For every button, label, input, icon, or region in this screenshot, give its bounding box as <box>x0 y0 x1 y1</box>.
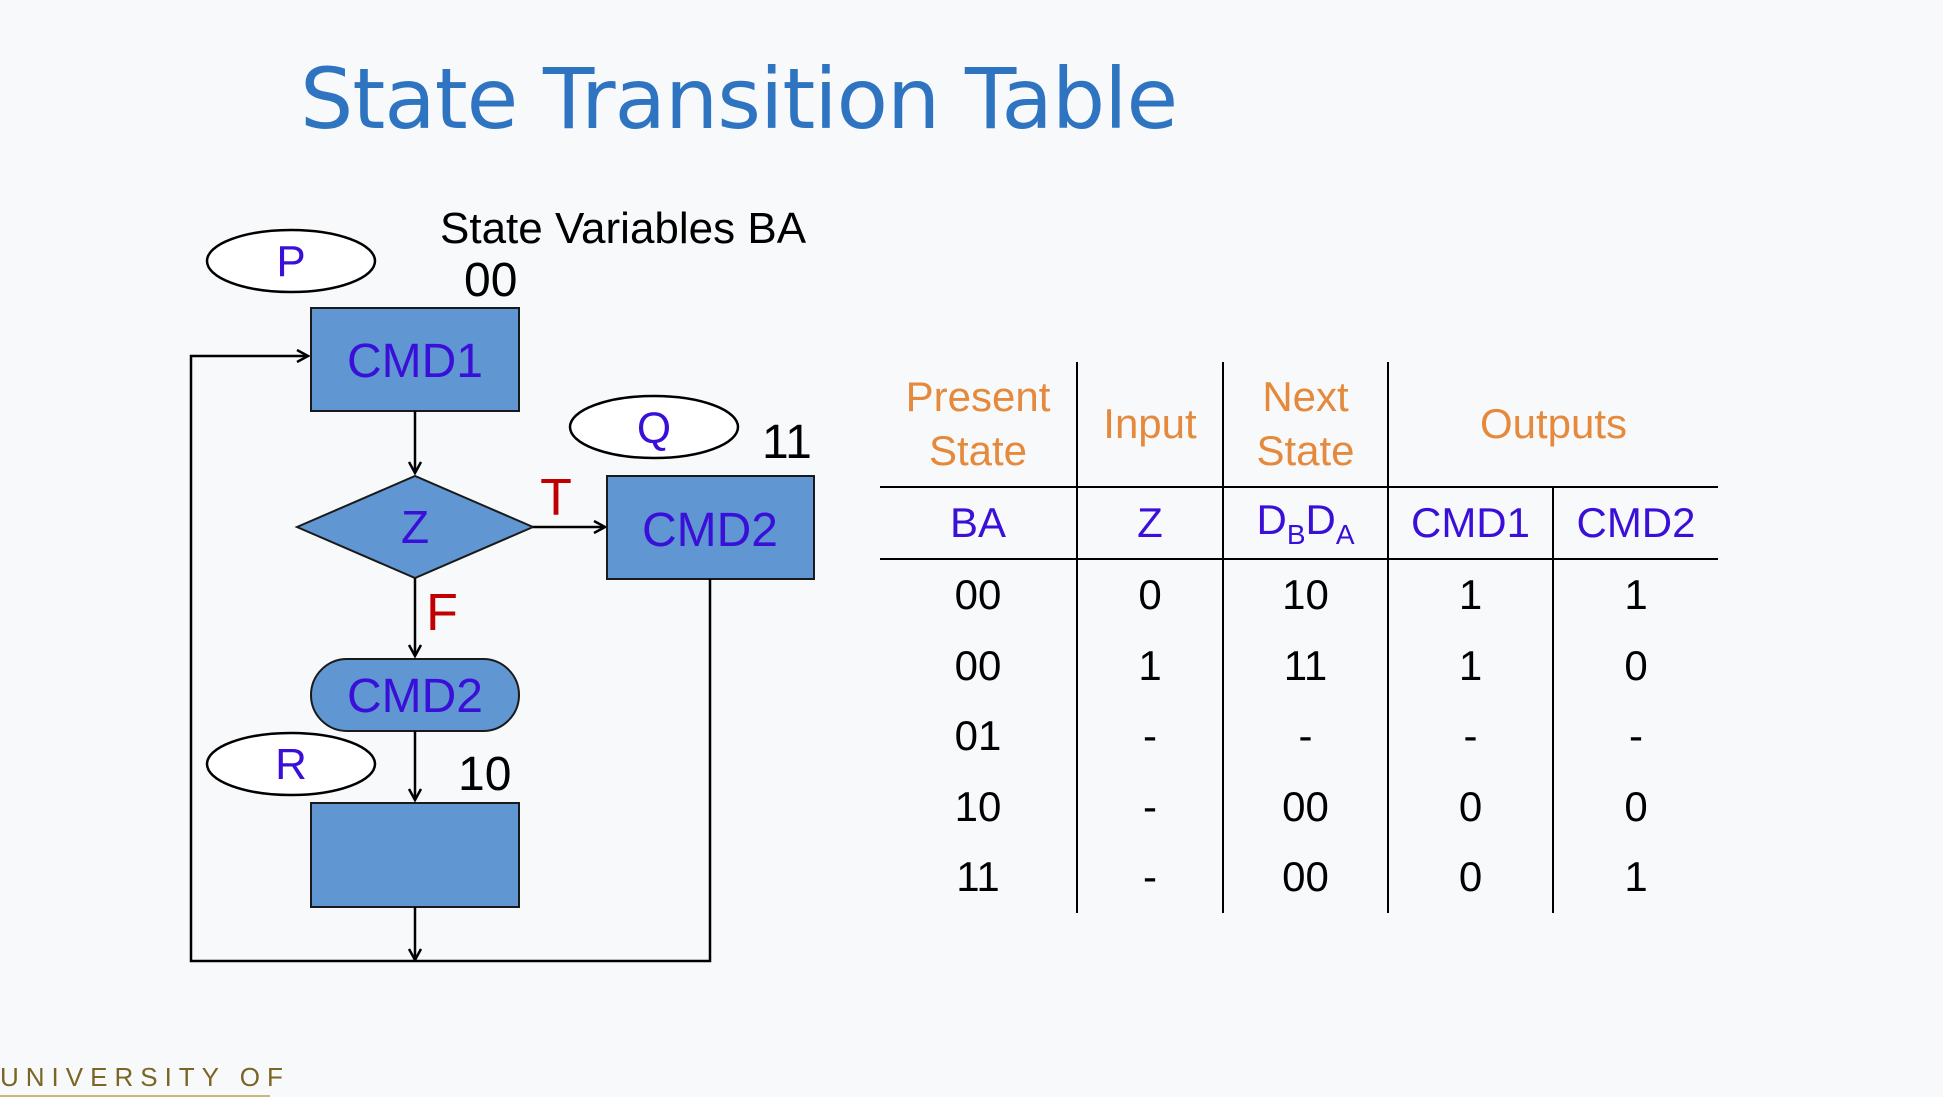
state-p-code: 00 <box>464 254 517 307</box>
loop-return-line <box>189 356 712 963</box>
state-r-code: 10 <box>458 748 511 801</box>
cmd2-box-label: CMD2 <box>642 504 778 557</box>
cmd1-box-label: CMD1 <box>347 335 483 388</box>
footer-divider <box>0 1095 270 1097</box>
footer-university-label: UNIVERSITY OF <box>0 1062 290 1092</box>
table-cell: 1 <box>1552 559 1718 631</box>
subheader-cmd1: CMD1 <box>1387 486 1553 560</box>
state-p-ellipse <box>205 228 377 294</box>
header-input: Input <box>1076 362 1223 487</box>
subheader-db-sub: B <box>1286 518 1306 550</box>
state-q: Q <box>568 394 740 460</box>
state-variables-label: State Variables BA <box>440 204 807 253</box>
table-cell: 0 <box>1076 559 1223 631</box>
table-row: 11 - 00 0 1 <box>880 842 1718 913</box>
branch-false-label: F <box>426 584 458 642</box>
state-q-code: 11 <box>762 416 812 469</box>
table-row: 00 1 11 1 0 <box>880 630 1718 701</box>
subheader-da: D <box>1305 495 1336 543</box>
table-cell: 11 <box>1222 630 1388 701</box>
state-r-ellipse <box>205 731 377 797</box>
table-cell: 00 <box>1222 842 1388 913</box>
table-cell: 1 <box>1552 842 1718 913</box>
branch-true-label: T <box>540 469 572 527</box>
table-cell: 01 <box>954 712 1002 760</box>
table-row: 00 0 10 1 1 <box>880 559 1718 631</box>
table-cell: - <box>1387 701 1553 772</box>
table-subheader-row: BA Z DBDA CMD1 CMD2 <box>880 486 1718 560</box>
state-q-ellipse <box>568 394 740 460</box>
state-p-label: P <box>276 237 305 286</box>
table-row: 10 - 00 0 0 <box>880 771 1718 842</box>
state-transition-table: Present State Input Next State Outputs B… <box>880 362 1718 913</box>
header-next-state: Next State <box>1222 362 1388 487</box>
table-header-row: Present State Input Next State Outputs <box>880 362 1718 487</box>
state-p: P <box>205 228 377 294</box>
table-cell: 10 <box>1222 559 1388 631</box>
table-cell: 11 <box>956 853 1000 901</box>
table-cell: 0 <box>1387 771 1553 842</box>
cmd2-state-box <box>606 475 815 580</box>
state-q-label: Q <box>637 404 671 453</box>
table-cell: 0 <box>1387 842 1553 913</box>
subheader-db-da: DBDA <box>1222 486 1388 560</box>
state-r-label: R <box>275 740 307 789</box>
subheader-ba: BA <box>880 486 1077 560</box>
conditional-output-label: CMD2 <box>347 670 483 723</box>
subheader-da-sub: A <box>1335 518 1355 550</box>
table-cell: 0 <box>1552 630 1718 701</box>
table-cell: 1 <box>1387 630 1553 701</box>
slide-title: State Transition Table <box>300 50 1178 148</box>
table-cell: 0 <box>1552 771 1718 842</box>
table-cell: 00 <box>954 571 1002 619</box>
table-cell: - <box>1076 771 1223 842</box>
r-state-box <box>310 802 520 908</box>
table-cell: - <box>1076 842 1223 913</box>
table-cell: - <box>1552 701 1718 772</box>
subheader-db: D <box>1256 495 1287 543</box>
decision-z-label: Z <box>401 501 429 553</box>
subheader-cmd2: CMD2 <box>1552 486 1718 560</box>
table-cell: 1 <box>1076 630 1223 701</box>
table-cell: 1 <box>1387 559 1553 631</box>
header-present-state: Present State <box>905 373 1051 474</box>
table-cell: - <box>1076 701 1223 772</box>
table-cell: 00 <box>1222 771 1388 842</box>
table-cell: - <box>1222 701 1388 772</box>
state-r: R <box>205 731 377 797</box>
subheader-z: Z <box>1076 486 1223 560</box>
table-cell: 00 <box>954 641 1002 689</box>
table-cell: 10 <box>954 782 1002 830</box>
header-outputs: Outputs <box>1387 362 1718 487</box>
asm-chart: State Variables BA P 00 CMD1 Z T Q 11 CM… <box>189 204 815 963</box>
table-row: 01 - - - - <box>880 701 1718 772</box>
